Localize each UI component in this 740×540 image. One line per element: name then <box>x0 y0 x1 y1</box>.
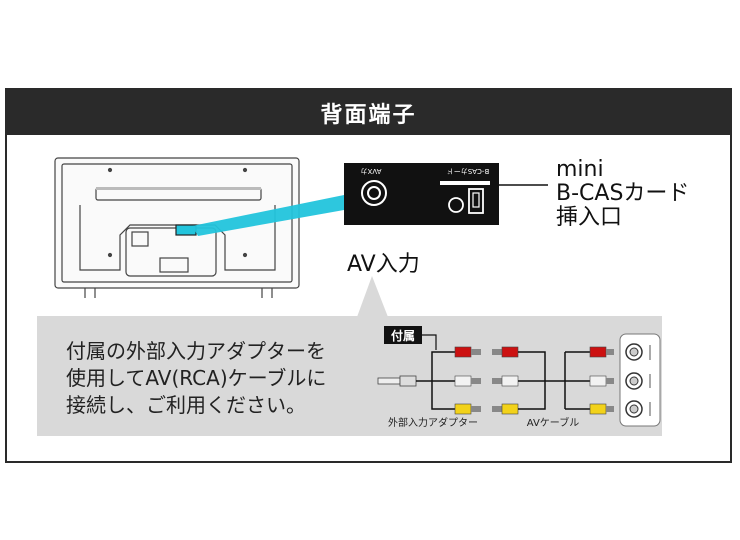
title-bar: 背面端子 <box>7 90 730 135</box>
av-input-label: AV入力 <box>347 252 420 277</box>
mini-bcas-label: mini B-CASカード 挿入口 <box>556 158 689 230</box>
note-text: 付属の外部入力アダプターを 使用してAV(RCA)ケーブルに 接続し、ご利用くだ… <box>66 338 396 419</box>
highlight-beam <box>192 195 344 236</box>
mini-bcas-line-1: mini <box>556 157 604 182</box>
page-title: 背面端子 <box>320 102 417 128</box>
mini-bcas-line-2: B-CASカード <box>556 181 690 206</box>
note-line-2: 使用してAV(RCA)ケーブルに <box>66 366 327 390</box>
note-line-1: 付属の外部入力アダプターを <box>66 339 326 363</box>
port-panel <box>344 163 499 225</box>
mini-bcas-line-3: 挿入口 <box>556 205 623 230</box>
av-port-label: AVXカ <box>361 167 382 175</box>
bcas-port-label: B-CASカード <box>447 167 489 175</box>
note-line-3: 接続し、ご利用ください。 <box>66 393 306 417</box>
tv-rear-illustration <box>54 157 300 298</box>
pointer-triangle <box>357 276 388 317</box>
